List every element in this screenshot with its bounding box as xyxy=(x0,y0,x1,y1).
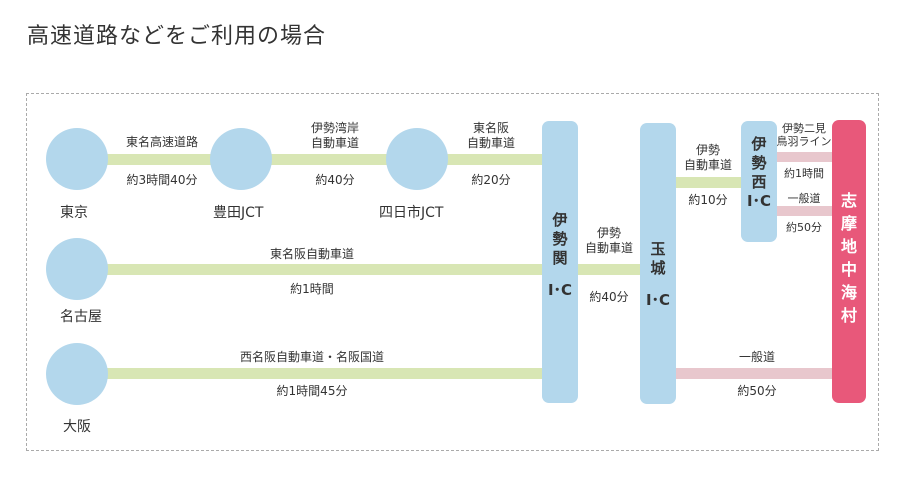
node-toyota-jct-label: 豊田JCT xyxy=(213,205,264,221)
route-nishi-meihan-name: 西名阪自動車道・名阪国道 xyxy=(239,350,384,364)
node-tokyo-label: 東京 xyxy=(60,205,88,221)
node-yokkaichi-jct-label: 四日市JCT xyxy=(379,205,444,221)
route-ise-seki-to-tamaki xyxy=(575,264,643,275)
node-yokkaichi-jct-circle xyxy=(386,128,448,190)
route-ise-expressway-2-name: 伊勢自動車道 xyxy=(683,143,732,172)
node-ise-nishi-ic-label: 伊勢西 I･C xyxy=(746,135,772,210)
node-toyota-jct-circle xyxy=(210,128,272,190)
route-ise-expressway-2-time: 約10分 xyxy=(688,193,728,207)
route-tomei-time: 約3時間40分 xyxy=(126,173,198,187)
route-isewangan-time: 約40分 xyxy=(315,173,355,187)
route-higashi-meihan-top-name: 東名阪自動車道 xyxy=(466,121,515,150)
node-nagoya-label: 名古屋 xyxy=(60,309,102,325)
route-ise-futami-toba-line xyxy=(775,152,835,162)
route-tokyo-to-ise-seki xyxy=(77,154,547,165)
route-isewangan-name: 伊勢湾岸自動車道 xyxy=(310,121,359,150)
route-diagram-frame: 東京 豊田JCT 四日市JCT 名古屋 大阪 伊勢関 I･C 玉城 I･C 伊勢… xyxy=(26,93,879,451)
route-osaka-to-ise-seki xyxy=(77,368,547,379)
node-tamaki-ic xyxy=(640,123,676,404)
route-general-road-long-name: 一般道 xyxy=(738,350,775,364)
route-tamaki-general-road xyxy=(672,368,835,379)
node-osaka-circle xyxy=(46,343,108,405)
node-tamaki-ic-label: 玉城 I･C xyxy=(645,240,671,309)
route-ise-expressway-1-name: 伊勢自動車道 xyxy=(584,226,633,255)
node-osaka-label: 大阪 xyxy=(63,419,91,435)
route-tamaki-to-ise-nishi xyxy=(672,177,744,188)
route-ise-expressway-1-time: 約40分 xyxy=(589,290,629,304)
route-general-road-short-time: 約50分 xyxy=(786,221,822,234)
route-tomei-name: 東名高速道路 xyxy=(125,135,198,149)
node-ise-seki-ic xyxy=(542,121,578,403)
route-higashi-meihan-nagoya-time: 約1時間 xyxy=(290,282,334,296)
route-nishi-meihan-time: 約1時間45分 xyxy=(276,384,348,398)
node-tokyo-circle xyxy=(46,128,108,190)
route-higashi-meihan-nagoya-name: 東名阪自動車道 xyxy=(269,247,354,261)
node-nagoya-circle xyxy=(46,238,108,300)
node-ise-seki-ic-label: 伊勢関 I･C xyxy=(547,211,573,299)
node-shima-chichukaimura-label: 志摩地 中海村 xyxy=(840,191,857,325)
route-nagoya-to-ise-seki xyxy=(77,264,547,275)
route-ise-futami-toba-name: 伊勢二見鳥羽ライン xyxy=(776,122,832,148)
node-ise-nishi-ic xyxy=(741,121,777,242)
route-ise-nishi-general-road xyxy=(775,206,835,216)
route-general-road-long-time: 約50分 xyxy=(737,384,777,398)
node-shima-chichukaimura xyxy=(832,120,866,403)
route-higashi-meihan-top-time: 約20分 xyxy=(471,173,511,187)
route-general-road-short-name: 一般道 xyxy=(787,192,821,205)
route-ise-futami-toba-time: 約1時間 xyxy=(784,167,824,180)
page-title: 高速道路などをご利用の場合 xyxy=(27,24,327,49)
